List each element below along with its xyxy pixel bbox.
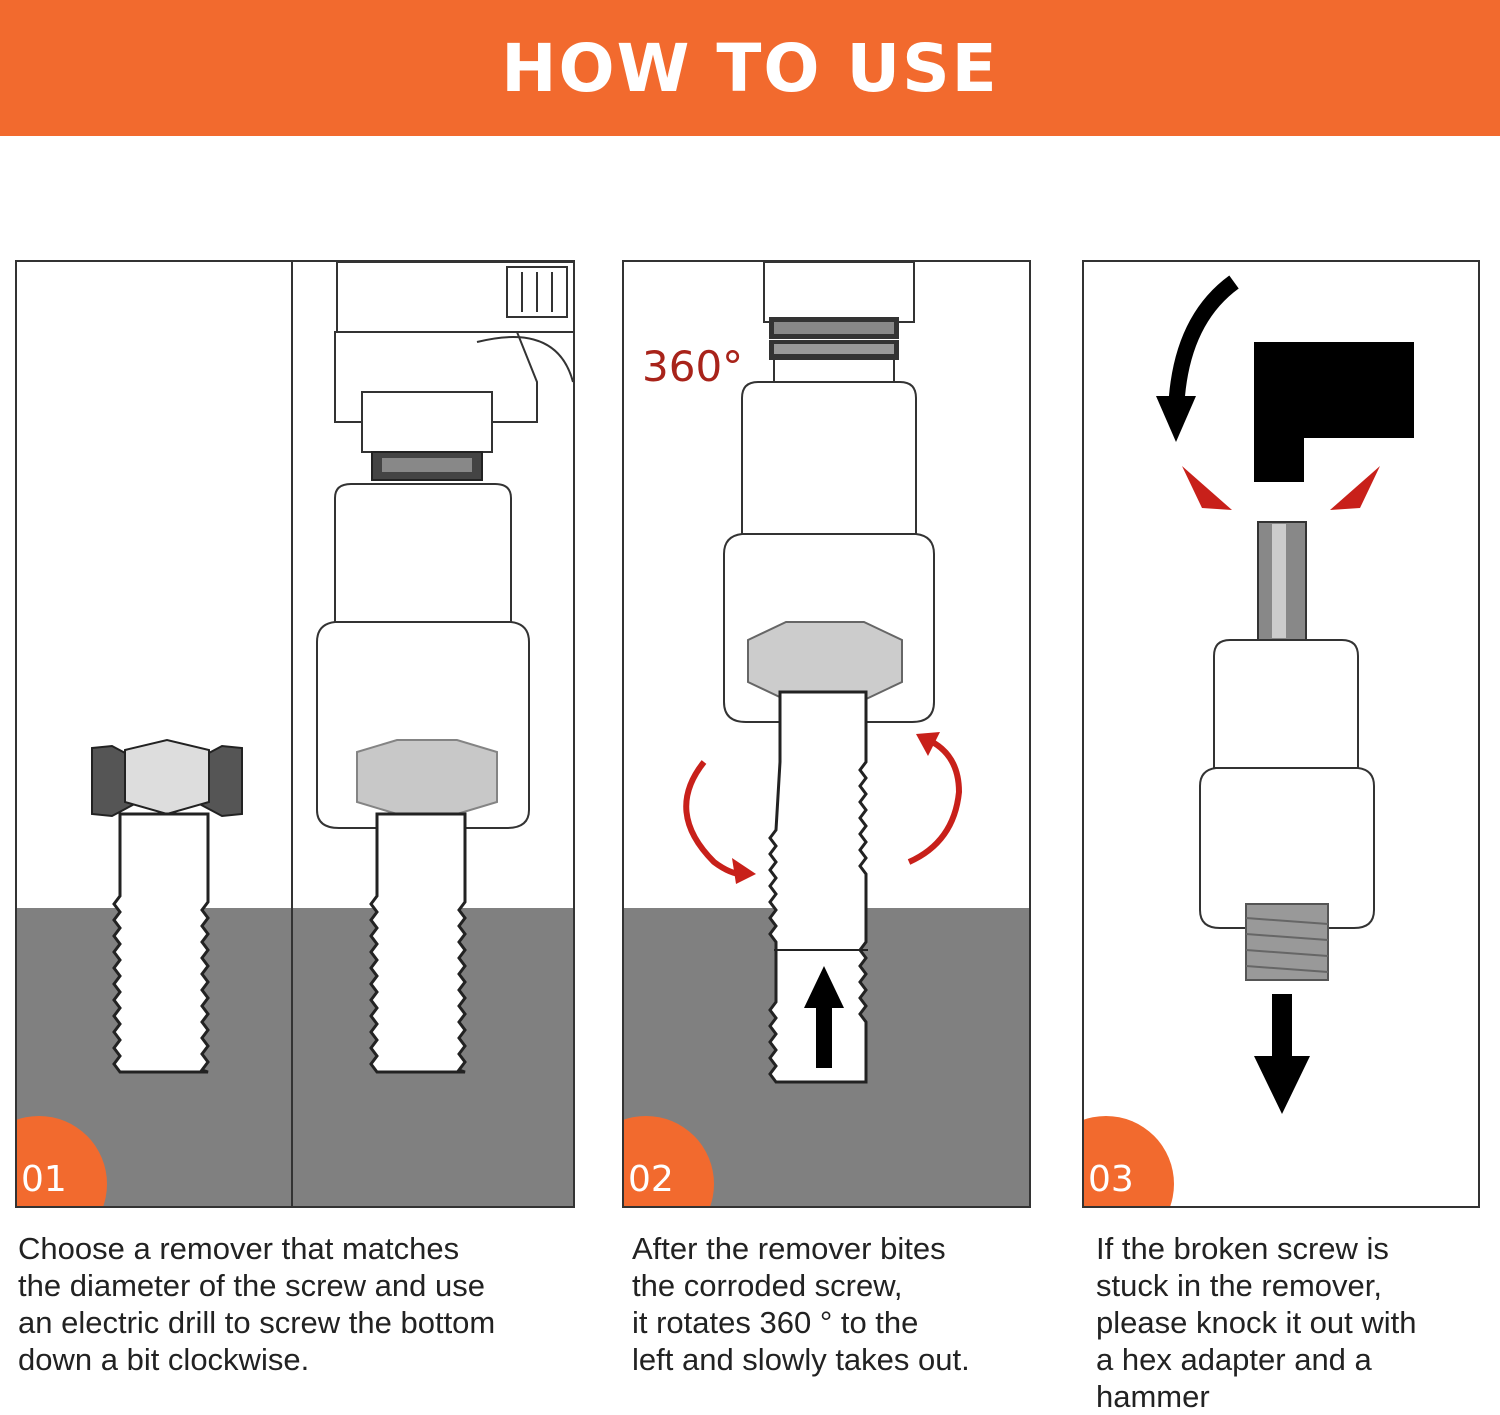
socket-remover-icon xyxy=(1199,639,1375,981)
page-title: HOW TO USE xyxy=(501,29,999,107)
step-2-caption: After the remover bites the corroded scr… xyxy=(632,1230,970,1378)
step-1-illustration xyxy=(17,262,573,1206)
caption-line: please knock it out with xyxy=(1096,1305,1417,1340)
step-3-illustration xyxy=(1156,275,1414,1114)
rotation-arrow-icon xyxy=(683,732,963,884)
caption-line: Choose a remover that matches xyxy=(18,1231,460,1266)
caption-line: a hex adapter and a xyxy=(1096,1342,1372,1377)
caption-line: hammer xyxy=(1096,1379,1210,1414)
bolt-icon xyxy=(91,738,243,1074)
hex-adapter-icon xyxy=(1257,521,1307,641)
step-number: 01 xyxy=(21,1159,67,1200)
impact-arrow-icon xyxy=(1182,466,1380,510)
ground-area xyxy=(17,908,573,1206)
header-banner: HOW TO USE xyxy=(0,0,1500,136)
step-3-caption: If the broken screw is stuck in the remo… xyxy=(1096,1230,1417,1415)
drill-icon xyxy=(763,262,915,383)
step-1-caption: Choose a remover that matches the diamet… xyxy=(18,1230,495,1378)
caption-line: it rotates 360 ° to the xyxy=(632,1305,919,1340)
caption-line: an electric drill to screw the bottom xyxy=(18,1305,496,1340)
step-2-panel: 360° 02 xyxy=(622,260,1031,1208)
arrow-down-icon xyxy=(1254,994,1310,1114)
caption-line: After the remover bites xyxy=(632,1231,946,1266)
caption-line: stuck in the remover, xyxy=(1096,1268,1383,1303)
rotation-label: 360° xyxy=(642,342,744,391)
caption-line: If the broken screw is xyxy=(1096,1231,1389,1266)
hammer-icon xyxy=(1254,342,1414,482)
caption-line: left and slowly takes out. xyxy=(632,1342,970,1377)
drill-icon xyxy=(334,262,573,481)
caption-line: the diameter of the screw and use xyxy=(18,1268,485,1303)
step-1-panel: 01 xyxy=(15,260,575,1208)
socket-remover-icon xyxy=(316,483,530,1074)
caption-line: the corroded screw, xyxy=(632,1268,903,1303)
rotation-arrow-icon xyxy=(1156,275,1239,442)
caption-line: down a bit clockwise. xyxy=(18,1342,310,1377)
step-3-panel: 03 xyxy=(1082,260,1480,1208)
arrow-up-icon xyxy=(804,966,844,1068)
step-number: 03 xyxy=(1088,1159,1134,1200)
step-number: 02 xyxy=(628,1159,674,1200)
socket-remover-icon xyxy=(723,381,935,723)
step-2-illustration xyxy=(624,262,1029,1206)
bolt-icon xyxy=(768,690,868,1084)
